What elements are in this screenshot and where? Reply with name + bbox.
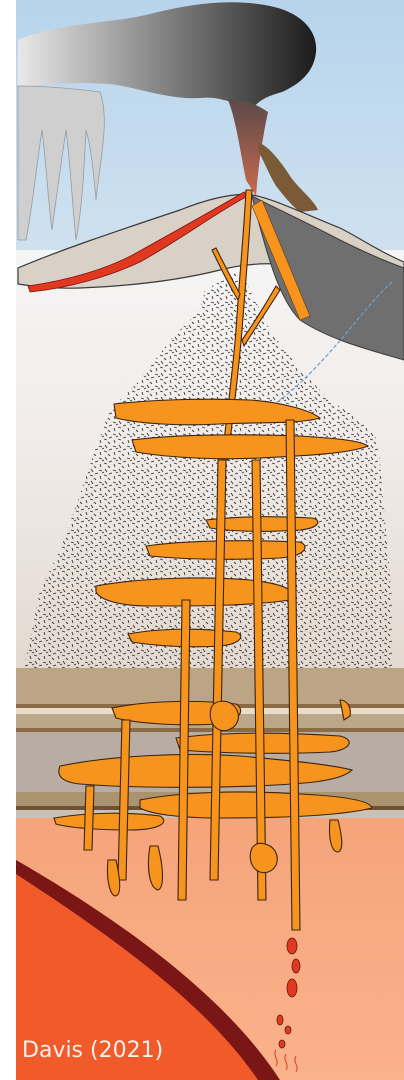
attribution-credit: Davis (2021) [22,1038,163,1064]
magma-blob [210,701,238,730]
left-margin [0,0,16,1080]
sill-5 [96,578,293,606]
sill-4 [146,541,305,560]
feeder-dike [84,786,94,850]
